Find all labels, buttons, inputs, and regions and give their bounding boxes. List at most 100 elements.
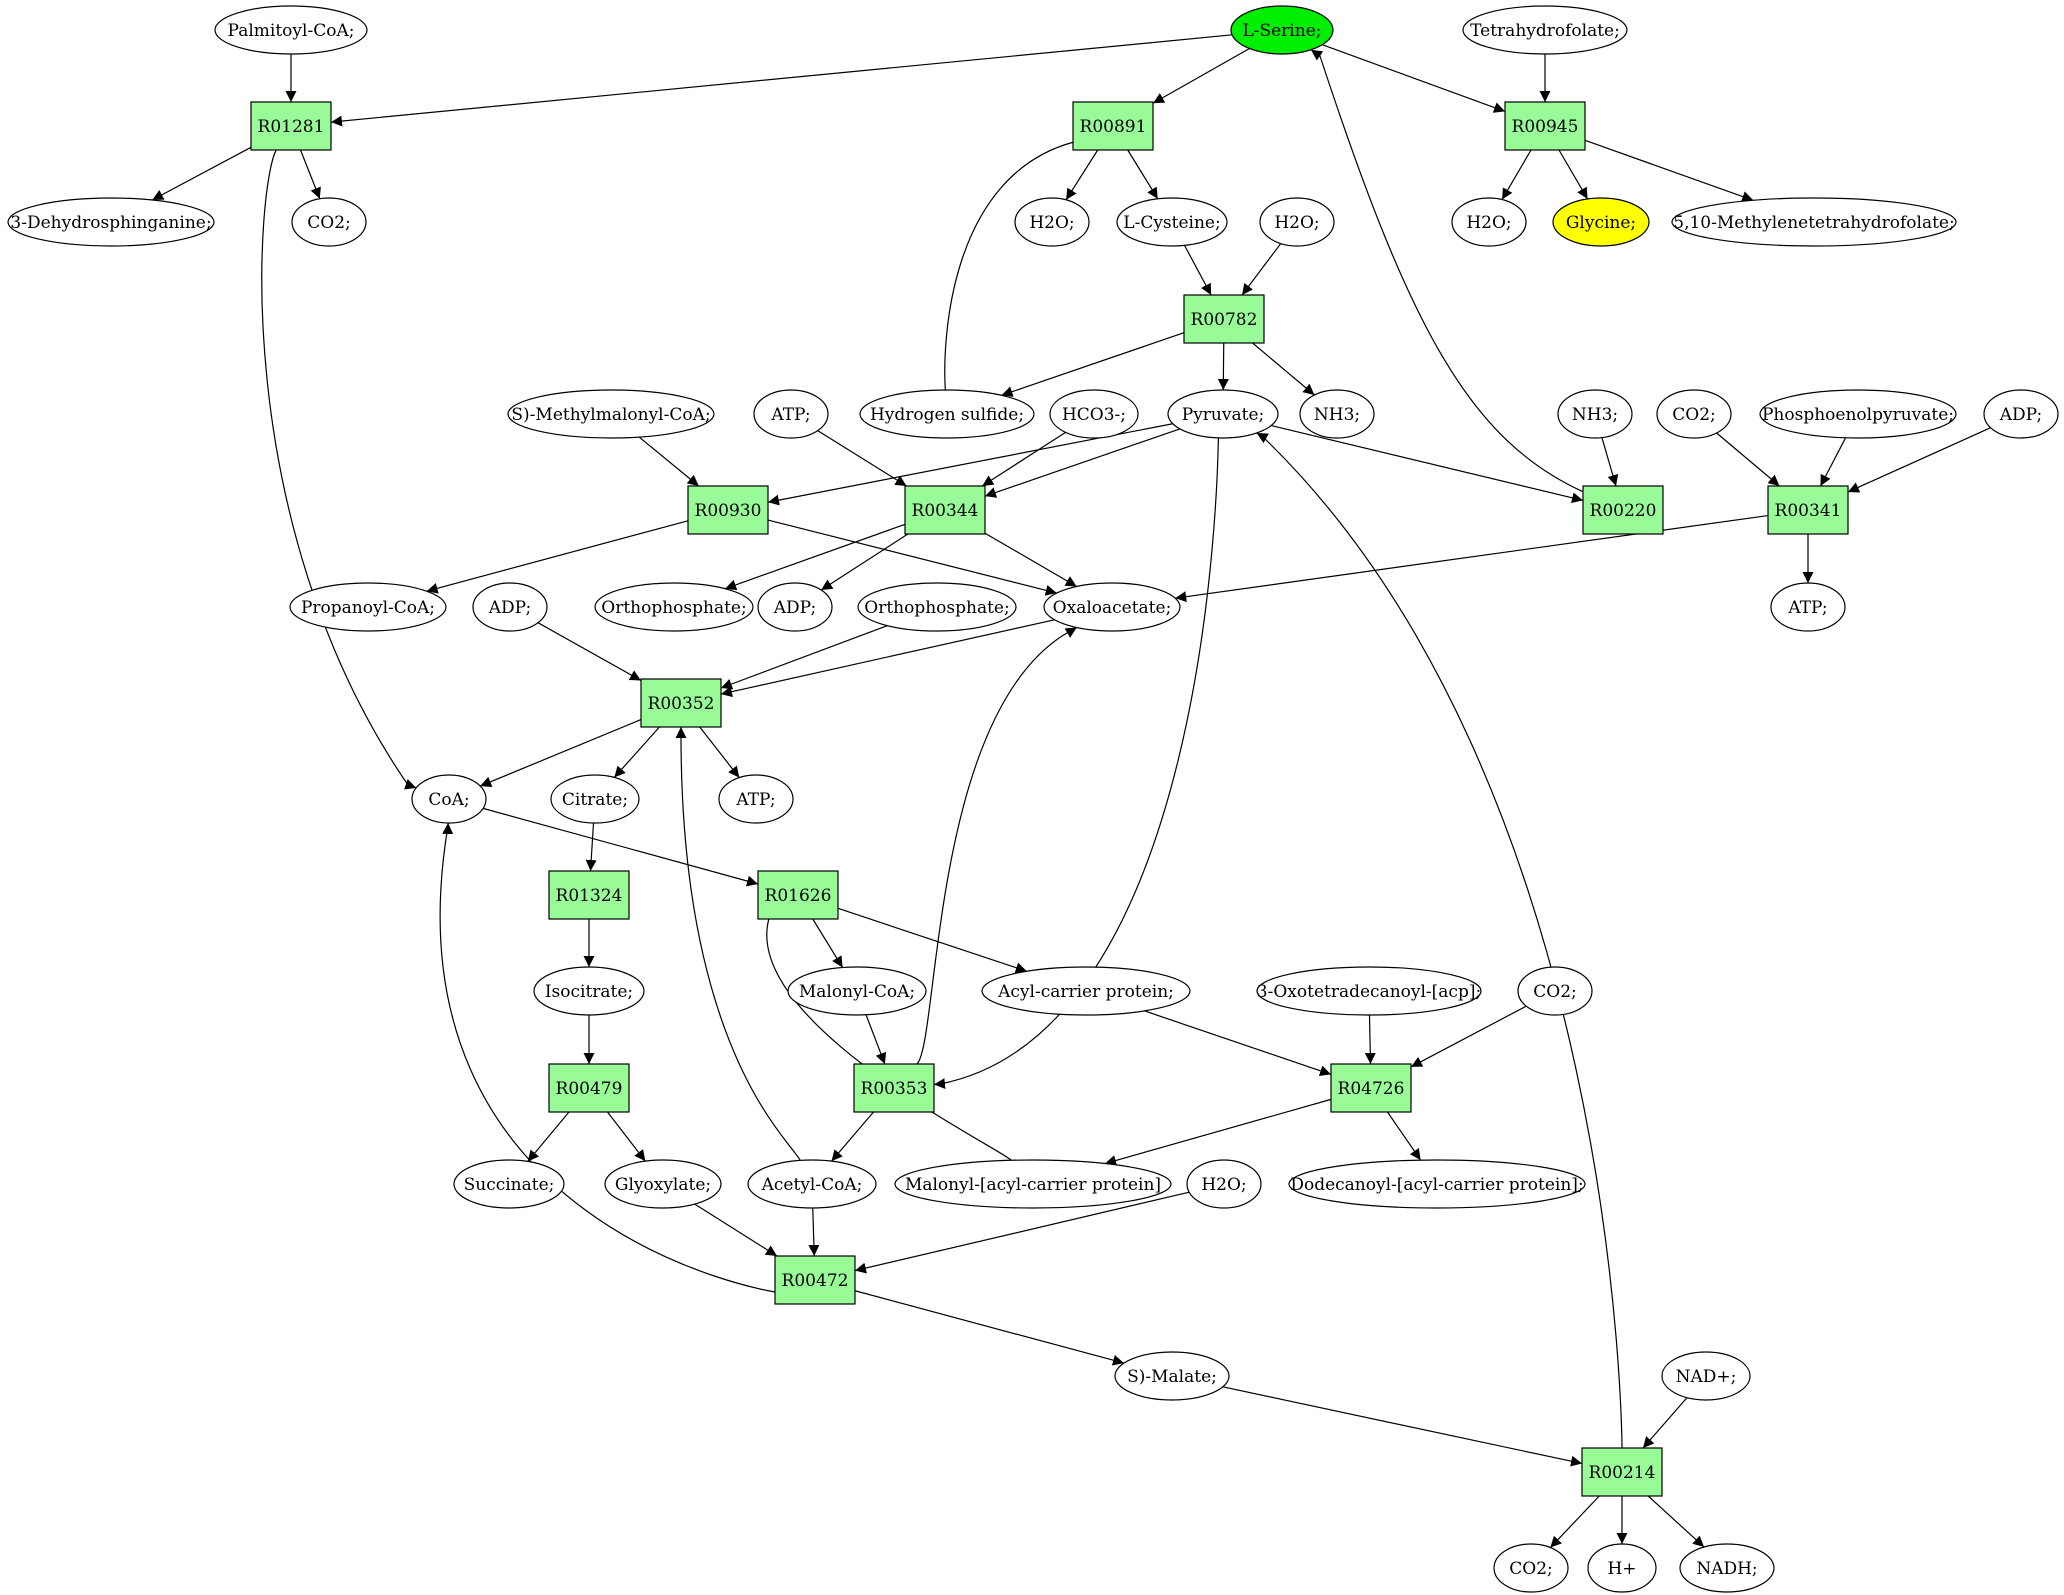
edge-R00352-to-coa [479,718,642,787]
reaction-node-R01324: R01324 [548,870,630,920]
edge-R00353-to-acetyl_coa [831,1111,874,1162]
edge-R00344-to-adp_c [820,533,909,591]
edge-nad-to-R00214 [1642,1397,1688,1449]
metabolite-ellipse [757,582,833,632]
node-label: S)-Methylmalonyl-CoA; [511,405,710,425]
reaction-node-R00353: R00353 [853,1063,935,1113]
metabolite-ellipse [1552,197,1650,247]
reaction-box [548,1063,630,1113]
metabolite-node-citrate: Citrate; [550,774,640,824]
edge-atp_a-to-R00344 [817,430,907,487]
edge-acetyl_coa-to-R00352 [675,727,801,1161]
metabolite-node-adp-b: ADP; [472,582,548,632]
metabolite-ellipse [1014,197,1090,247]
metabolite-node-glycine: Glycine; [1552,197,1650,247]
edge-R00945-to-methylene_thf [1584,139,1754,202]
metabolite-node-pyruvate: Pyruvate; [1167,389,1279,439]
metabolite-ellipse [1043,582,1181,632]
metabolite-node-malate: S)-Malate; [1114,1351,1230,1401]
metabolite-ellipse [753,389,829,439]
edge-R04726-to-malonyl_acp [1104,1098,1332,1166]
reaction-node-R00930: R00930 [687,485,769,535]
edge-ortho_b-to-R00352 [720,625,888,690]
edge-R00352-to-citrate [613,726,660,778]
node-label: H2O; [1274,213,1319,233]
node-label: ADP; [773,598,816,618]
edge-nh3_b-to-R00220 [1601,437,1619,487]
reaction-box [250,101,332,151]
metabolite-ellipse [1299,389,1375,439]
node-label: CO2; [1509,1559,1553,1579]
metabolite-node-hco3: HCO3-; [1049,389,1139,439]
edge-R01281-to-dehydrosphinganine [151,146,252,201]
metabolite-node-adp-c: ADP; [757,582,833,632]
metabolite-node-l-serine: L-Serine; [1230,5,1334,55]
edge-oaa-to-R00352 [720,619,1055,698]
node-label: NH3; [1572,405,1618,425]
node-label: R00344 [912,501,979,521]
edge-R04726-to-dodecanoyl [1387,1111,1422,1161]
metabolite-ellipse [1557,389,1633,439]
edge-co2_c-to-R04726 [1410,1005,1527,1068]
node-label: R00945 [1512,117,1579,137]
reaction-node-R00341: R00341 [1767,485,1849,535]
edge-h2o_d-to-R00472 [854,1191,1190,1274]
edge-R00945-to-glycine [1558,149,1589,200]
node-label: NH3; [1314,405,1360,425]
metabolite-ellipse [981,966,1191,1016]
metabolite-ellipse [533,966,645,1016]
node-label: 3-Dehydrosphinganine; [10,213,211,233]
metabolite-node-hplus: H+ [1587,1543,1657,1593]
metabolite-ellipse [1656,389,1732,439]
edge-l_serine-to-R00891 [1152,47,1250,104]
metabolite-ellipse [1587,1543,1657,1593]
edge-R00891-to-l_cysteine [1127,149,1159,200]
reaction-box [1767,485,1849,535]
reaction-box [853,1063,935,1113]
reaction-box [687,485,769,535]
edge-malonyl_acp-to-R01626 [764,908,1012,1161]
metabolite-ellipse [1661,1351,1751,1401]
node-label: R00930 [695,501,762,521]
metabolite-node-isocitrate: Isocitrate; [533,966,645,1016]
node-label: L-Cysteine; [1123,213,1220,233]
node-label: R00353 [861,1079,928,1099]
metabolite-ellipse [718,774,794,824]
metabolite-node-ortho-b: Orthophosphate; [857,582,1017,632]
metabolite-ellipse [1983,389,2059,439]
node-label: R00341 [1775,501,1842,521]
edge-R00472-to-malate [854,1290,1125,1366]
node-label: R01626 [765,886,832,906]
reaction-node-R01281: R01281 [250,101,332,151]
edge-malonyl_coa-to-R00353 [865,1014,887,1065]
metabolite-ellipse [1671,197,1957,247]
node-label: Dodecanoyl-[acyl-carrier protein]; [1290,1175,1583,1195]
node-label: R00220 [1590,501,1657,521]
node-label: Hydrogen sulfide; [870,405,1024,425]
metabolite-node-h2o-b: H2O; [1259,197,1335,247]
metabolite-node-atp-a: ATP; [753,389,829,439]
reaction-node-R00352: R00352 [640,678,722,728]
reaction-node-R04726: R04726 [1330,1063,1412,1113]
metabolite-ellipse [1186,1159,1262,1209]
node-label: R01324 [556,886,623,906]
metabolite-node-nh3-b: NH3; [1557,389,1633,439]
metabolite-node-atp-c: ATP; [718,774,794,824]
metabolite-node-co2-d: CO2; [1493,1543,1569,1593]
node-label: ATP; [770,405,810,425]
metabolite-ellipse [1679,1543,1775,1593]
metabolite-ellipse [1116,197,1228,247]
reaction-node-R01626: R01626 [757,870,839,920]
edge-l_cysteine-to-R00782 [1184,245,1212,296]
edge-R00220-to-l_serine [1310,49,1584,493]
node-label: Succinate; [464,1175,555,1195]
metabolite-ellipse [7,197,215,247]
reaction-box [1504,101,1586,151]
metabolite-node-nadh: NADH; [1679,1543,1775,1593]
metabolite-node-ortho-a: Orthophosphate; [594,582,754,632]
metabolite-ellipse [859,389,1035,439]
node-label: Pyruvate; [1182,405,1264,425]
node-label: H+ [1607,1559,1636,1579]
node-label: Glyoxylate; [615,1175,711,1195]
reaction-box [640,678,722,728]
